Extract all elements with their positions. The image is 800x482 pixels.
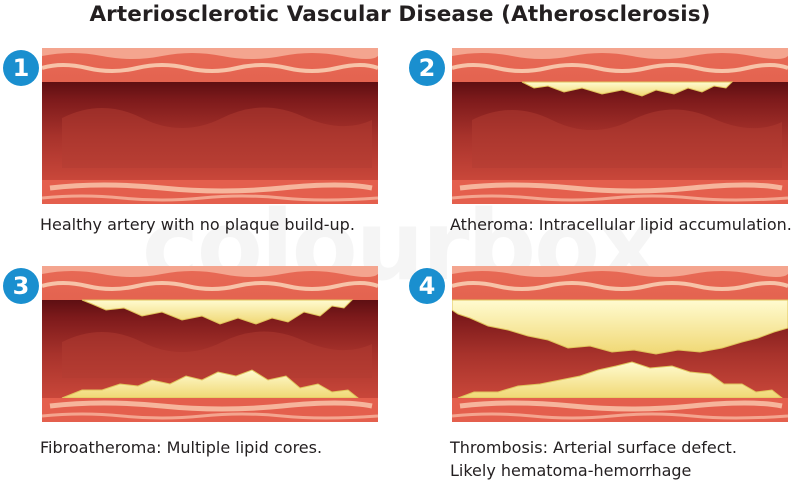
step-badge-2: 2 — [409, 50, 445, 86]
caption-panel-4-line-1: Thrombosis: Arterial surface defect. — [450, 438, 737, 457]
caption-panel-4-line-2: Likely hematoma-hemorrhage — [450, 461, 692, 480]
diagram-title: Arteriosclerotic Vascular Disease (Ather… — [89, 2, 711, 27]
artery-atheroma-illustration — [452, 48, 788, 204]
step-badge-4: 4 — [409, 268, 445, 304]
caption-panel-2: Atheroma: Intracellular lipid accumulati… — [450, 215, 792, 234]
artery-thrombosis-illustration — [452, 266, 788, 422]
caption-panel-3: Fibroatheroma: Multiple lipid cores. — [40, 438, 323, 457]
artery-healthy-illustration — [42, 48, 378, 204]
caption-panel-1: Healthy artery with no plaque build-up. — [40, 215, 355, 234]
artery-fibroatheroma-illustration — [42, 266, 378, 422]
step-badge-3: 3 — [3, 268, 39, 304]
caption-panel-4: Thrombosis: Arterial surface defect. Lik… — [450, 436, 737, 482]
step-badge-1: 1 — [3, 50, 39, 86]
